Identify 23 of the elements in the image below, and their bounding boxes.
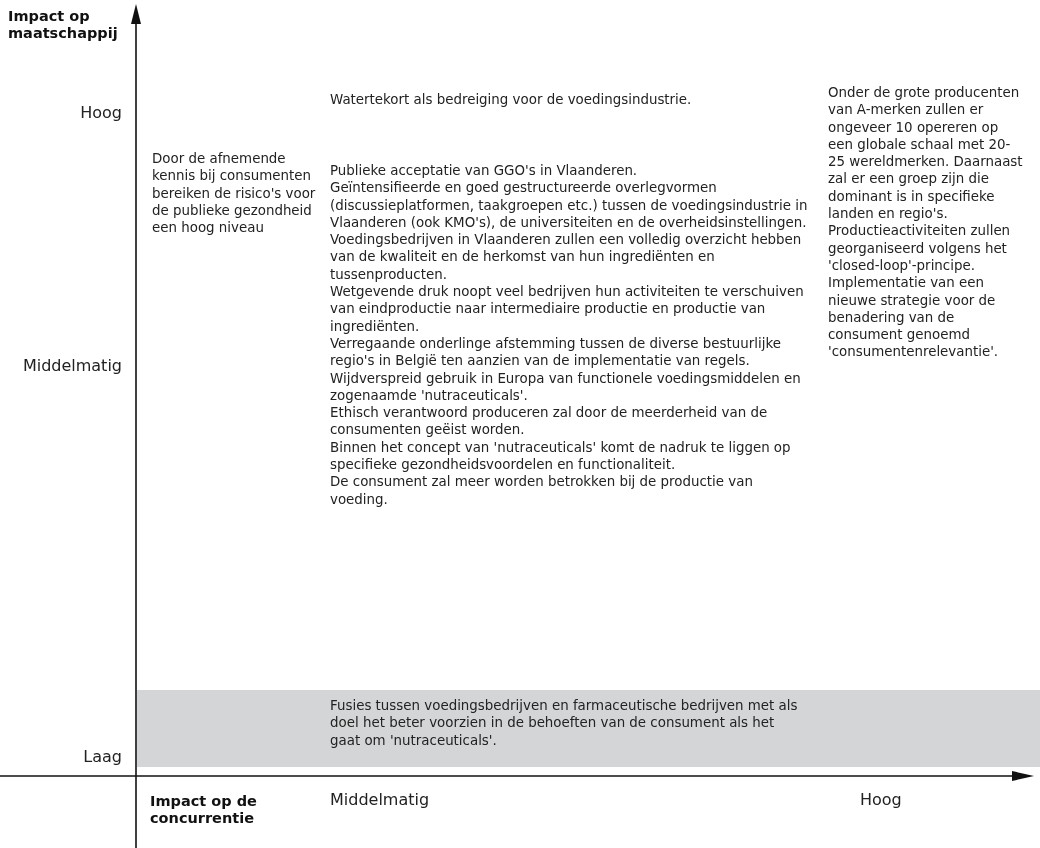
statement-text: Door de afnemende kennis bij consumenten bereiken de risico's voor de publieke gezondheid een hoog niveau (152, 150, 317, 237)
statement-text: Voedingsbedrijven in Vlaanderen zullen een volledig overzicht hebben van de kwaliteit en de herkomst van hun ingrediënten en tussenproducten. (330, 231, 803, 284)
statement-text: Ethisch verantwoord produceren zal door de meerderheid van de consumenten geëist worden. (330, 404, 769, 439)
statement-text: Geïntensifieerde en goed gestructureerde overlegvormen (discussieplatformen, taakgroepen etc.) tussen de voedingsindustrie in Vlaanderen (ook KMO's), de universiteiten en de overheidsinstellingen. (330, 179, 809, 232)
statement-text: Fusies tussen voedingsbedrijven en farmaceutische bedrijven met als doel het beter voorzien in de behoeften van de consument als het gaat om 'nutraceuticals'. (330, 697, 799, 749)
statement-text: Verregaande onderlinge afstemming tussen de diverse bestuurlijke regio's in België ten aanzien van de implementatie van regels. (330, 334, 782, 370)
tick-label: Hoog (860, 791, 903, 809)
statement-text: Binnen het concept van 'nutraceuticals' komt de nadruk te liggen op specifieke gezondheidsvoordelen en functionaliteit. (330, 438, 792, 474)
statement-text: Onder de grote producenten van A-merken zullen er ongeveer 10 opereren op een globale schaal met 20-25 wereldmerken. Daarnaast zal er een groep zijn die dominant is in specifieke landen en regio's. (828, 84, 1024, 223)
statement-text: De consument zal meer worden betrokken bij de productie van voeding. (330, 473, 754, 508)
axis-title: Impact op maatschappij (8, 8, 119, 42)
tick-label: Hoog (79, 104, 122, 122)
statement-text: Productieactiviteiten zullen georganiseerd volgens het 'closed-loop'-principe. (828, 222, 1012, 275)
band (137, 690, 1040, 767)
statement-text: Watertekort als bedreiging voor de voedingsindustrie. (330, 91, 693, 109)
tick-label: Laag (82, 748, 122, 766)
statement-text: Publieke acceptatie van GGO's in Vlaanderen. (330, 162, 639, 180)
statement-text: Implementatie van een nieuwe strategie voor de benadering van de consument genoemd 'consumentenrelevantie'. (828, 274, 1000, 361)
statement-text: Wetgevende druk noopt veel bedrijven hun activiteiten te verschuiven van eindproductie naar intermediaire productie en productie van ingrediënten. (330, 283, 805, 335)
tick-label: Middelmatig (330, 791, 431, 809)
tick-label: Middelmatig (21, 357, 122, 375)
axis-title: Impact op de concurrentie (150, 793, 258, 827)
statement-text: Wijdverspreid gebruik in Europa van functionele voedingsmiddelen en zogenaamde 'nutraceuticals'. (330, 369, 802, 405)
